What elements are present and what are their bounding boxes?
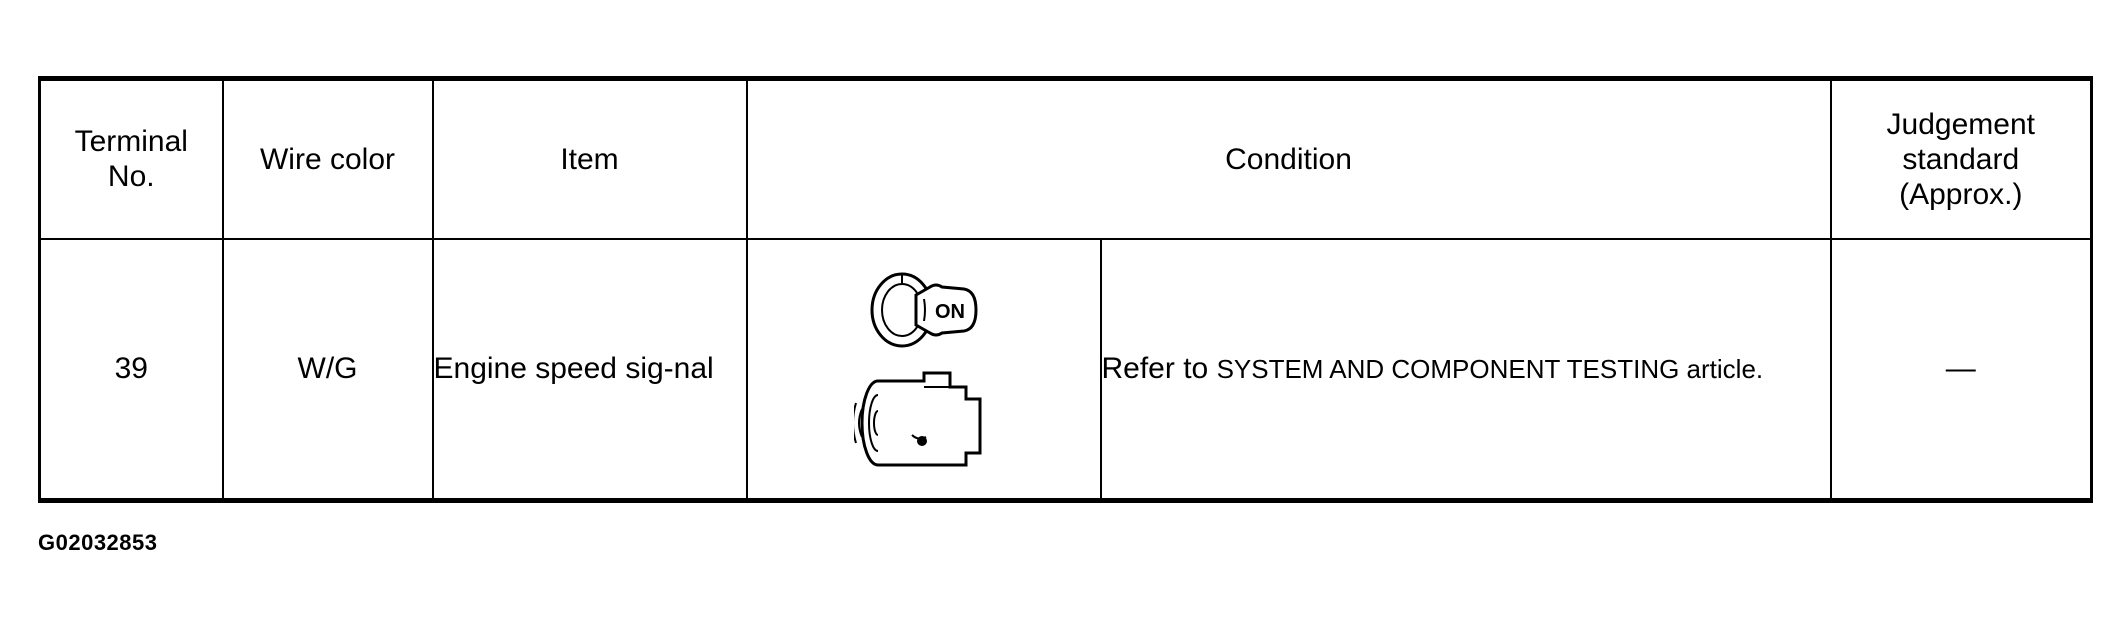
- header-judgement: Judgement standard (Approx.): [1829, 77, 2093, 240]
- cell-condition-icons: ON: [745, 237, 1102, 502]
- cell-item: Engine speed sig-nal: [431, 237, 748, 502]
- header-judgement-line2: standard: [1902, 142, 2020, 176]
- figure-id: G02032853: [38, 530, 158, 555]
- cell-judgement: —: [1829, 237, 2093, 502]
- cell-terminal-no: 39: [38, 237, 224, 502]
- cell-condition-text: Refer to SYSTEM AND COMPONENT TESTING ar…: [1099, 237, 1832, 502]
- table-row: 39 W/G Engine speed sig-nal O: [38, 237, 2093, 502]
- condition-text-lead: Refer to: [1101, 351, 1209, 385]
- header-item: Item: [431, 77, 748, 240]
- engine-running-icon: [853, 371, 981, 467]
- header-terminal-line2: No.: [107, 160, 155, 194]
- terminal-spec-table: Terminal No. Wire color Item Condition J…: [38, 76, 2094, 503]
- ignition-key-on-label: ON: [935, 301, 965, 323]
- header-judgement-line3: (Approx.): [1899, 177, 2023, 211]
- cell-item-text: Engine speed sig-nal: [433, 351, 714, 385]
- table-header-row: Terminal No. Wire color Item Condition J…: [38, 77, 2093, 240]
- header-wire-color: Wire color: [221, 77, 434, 240]
- condition-text-reference: SYSTEM AND COMPONENT TESTING article.: [1216, 353, 1764, 384]
- header-judgement-line1: Judgement: [1886, 107, 2035, 141]
- condition-icon-stack: ON: [748, 265, 1100, 473]
- ignition-key-on-icon: ON: [870, 272, 978, 348]
- header-condition: Condition: [745, 77, 1832, 240]
- cell-wire-color: W/G: [221, 237, 434, 502]
- header-terminal-no: Terminal No.: [38, 77, 224, 240]
- terminal-table-container: Terminal No. Wire color Item Condition J…: [38, 76, 2094, 503]
- judgement-value: —: [1945, 351, 1976, 385]
- header-terminal-line1: Terminal: [74, 125, 188, 159]
